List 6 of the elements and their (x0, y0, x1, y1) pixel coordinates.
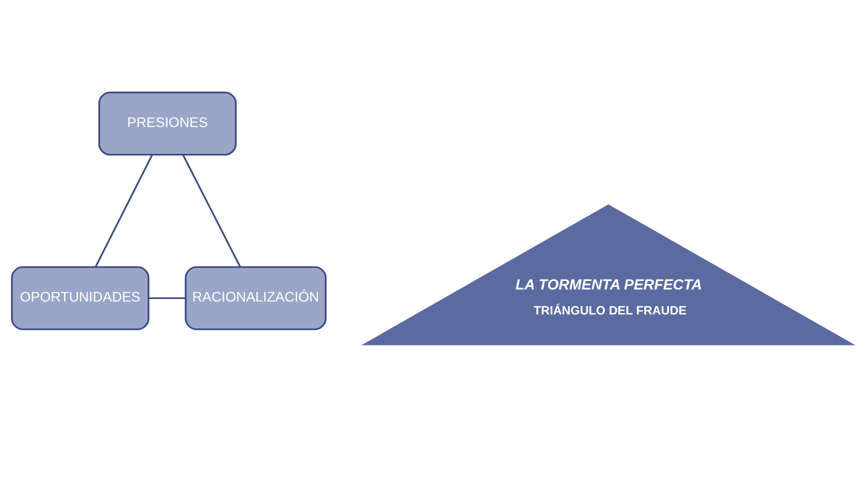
connector (148, 297, 186, 300)
connector (94, 154, 153, 268)
node-box: RACIONALIZACIÓN (184, 266, 327, 330)
connector (182, 154, 241, 268)
node-box: OPORTUNIDADES (11, 266, 150, 330)
node-box: PRESIONES (98, 92, 237, 156)
